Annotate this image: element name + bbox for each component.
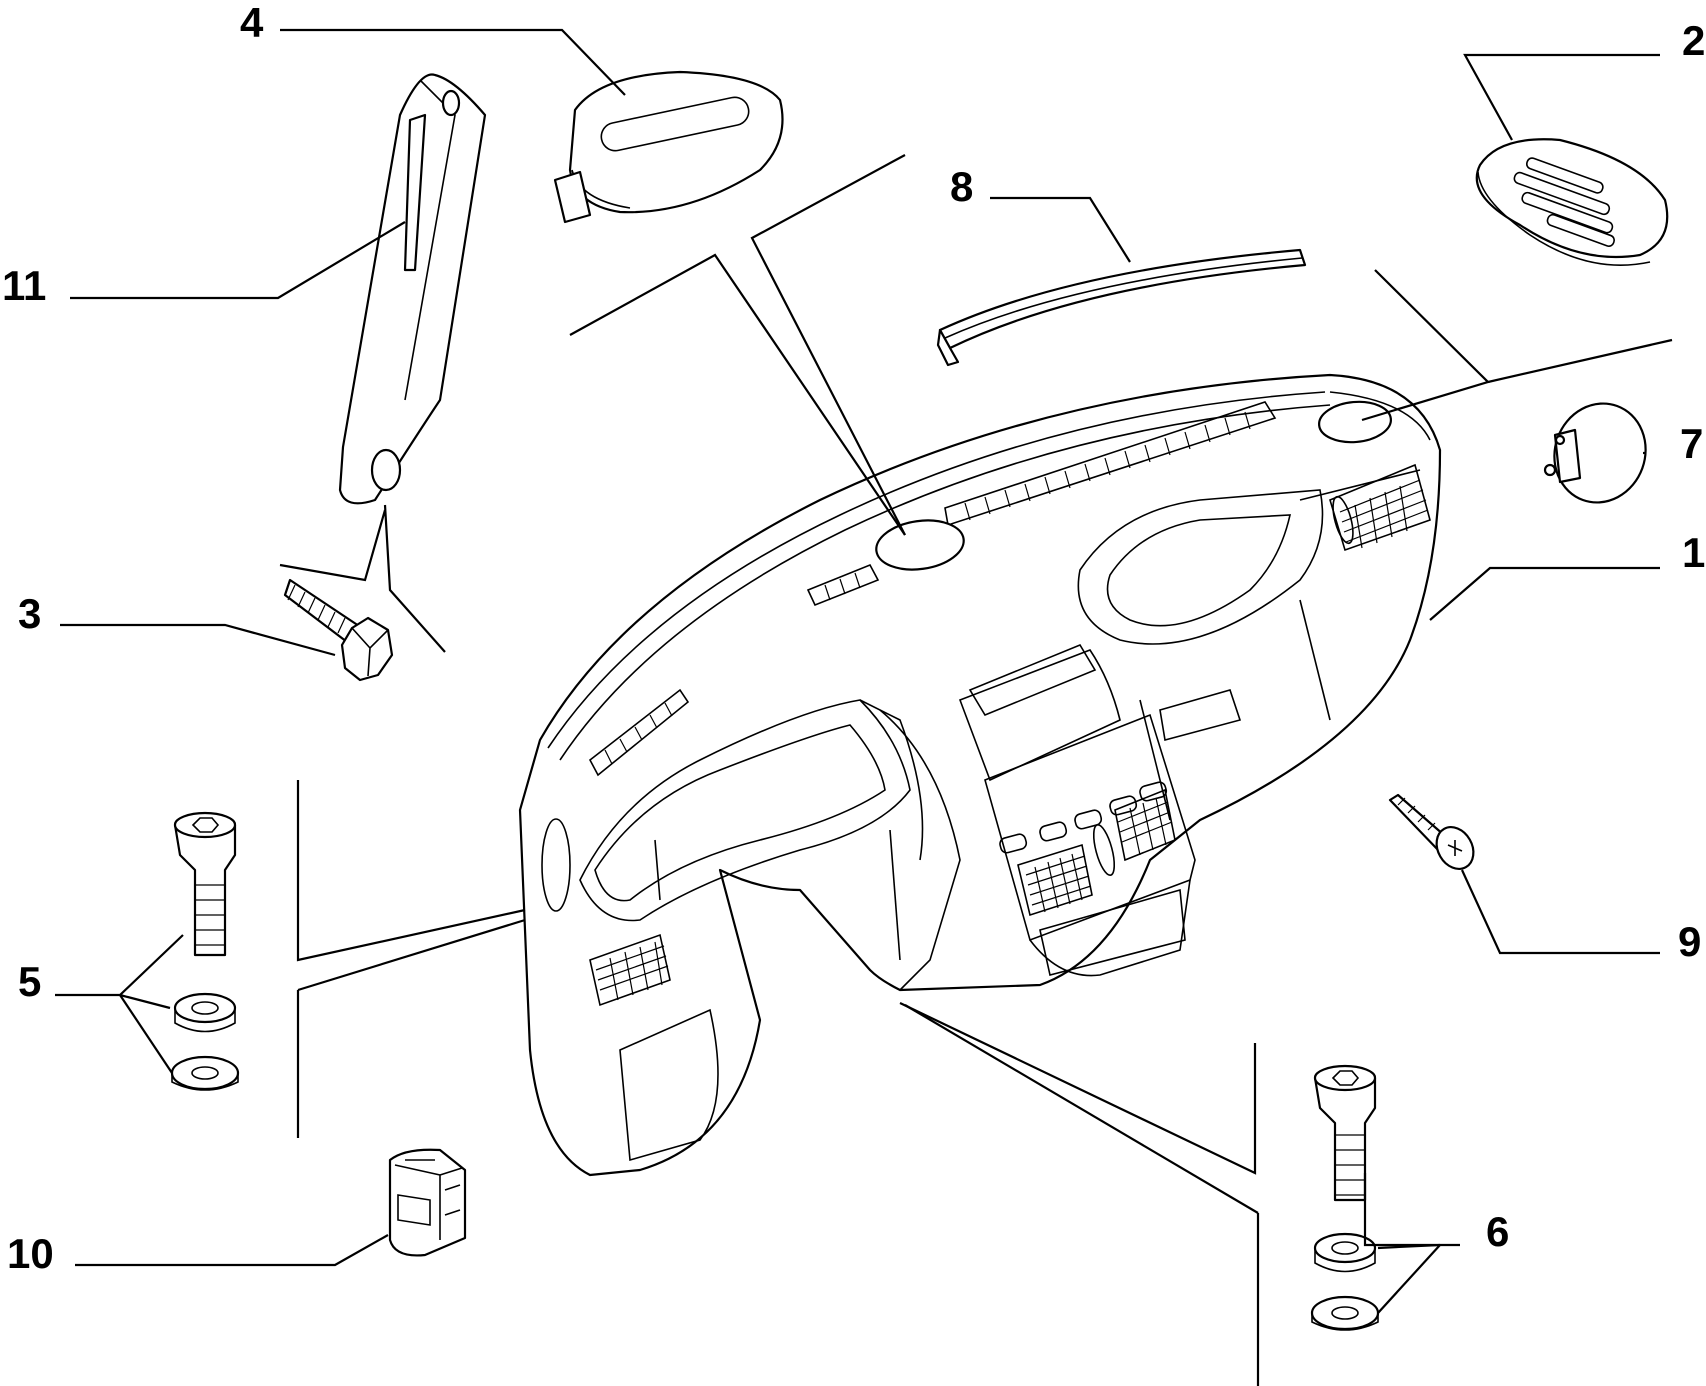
part-7-plug (1543, 402, 1647, 504)
part-11-bracket (338, 73, 487, 505)
part-4-speaker-cover (553, 70, 784, 224)
callout-1: 1 (1682, 529, 1705, 576)
part-6-screw-and-washers (1310, 1064, 1380, 1331)
dashboard-panel (518, 373, 1442, 1177)
part-10-clip (388, 1148, 467, 1257)
leader-lines (55, 28, 1673, 1386)
callout-2: 2 (1682, 17, 1705, 64)
part-3-hex-bolt (283, 578, 394, 682)
callout-5: 5 (18, 958, 41, 1005)
callout-10: 10 (7, 1230, 54, 1277)
callout-11: 11 (2, 262, 46, 309)
callout-3: 3 (18, 590, 41, 637)
part-9-screw (1388, 793, 1475, 870)
callout-4: 4 (240, 0, 264, 46)
callout-labels: 1 2 3 4 5 6 7 8 9 10 11 (2, 0, 1705, 1277)
callout-8: 8 (950, 163, 973, 210)
callout-7: 7 (1680, 420, 1703, 467)
part-8-trim-strip (936, 248, 1307, 367)
callout-6: 6 (1486, 1208, 1509, 1255)
callout-9: 9 (1678, 918, 1701, 965)
part-2-grille-cover (1475, 138, 1669, 266)
part-5-screw-and-washers (170, 811, 240, 1091)
